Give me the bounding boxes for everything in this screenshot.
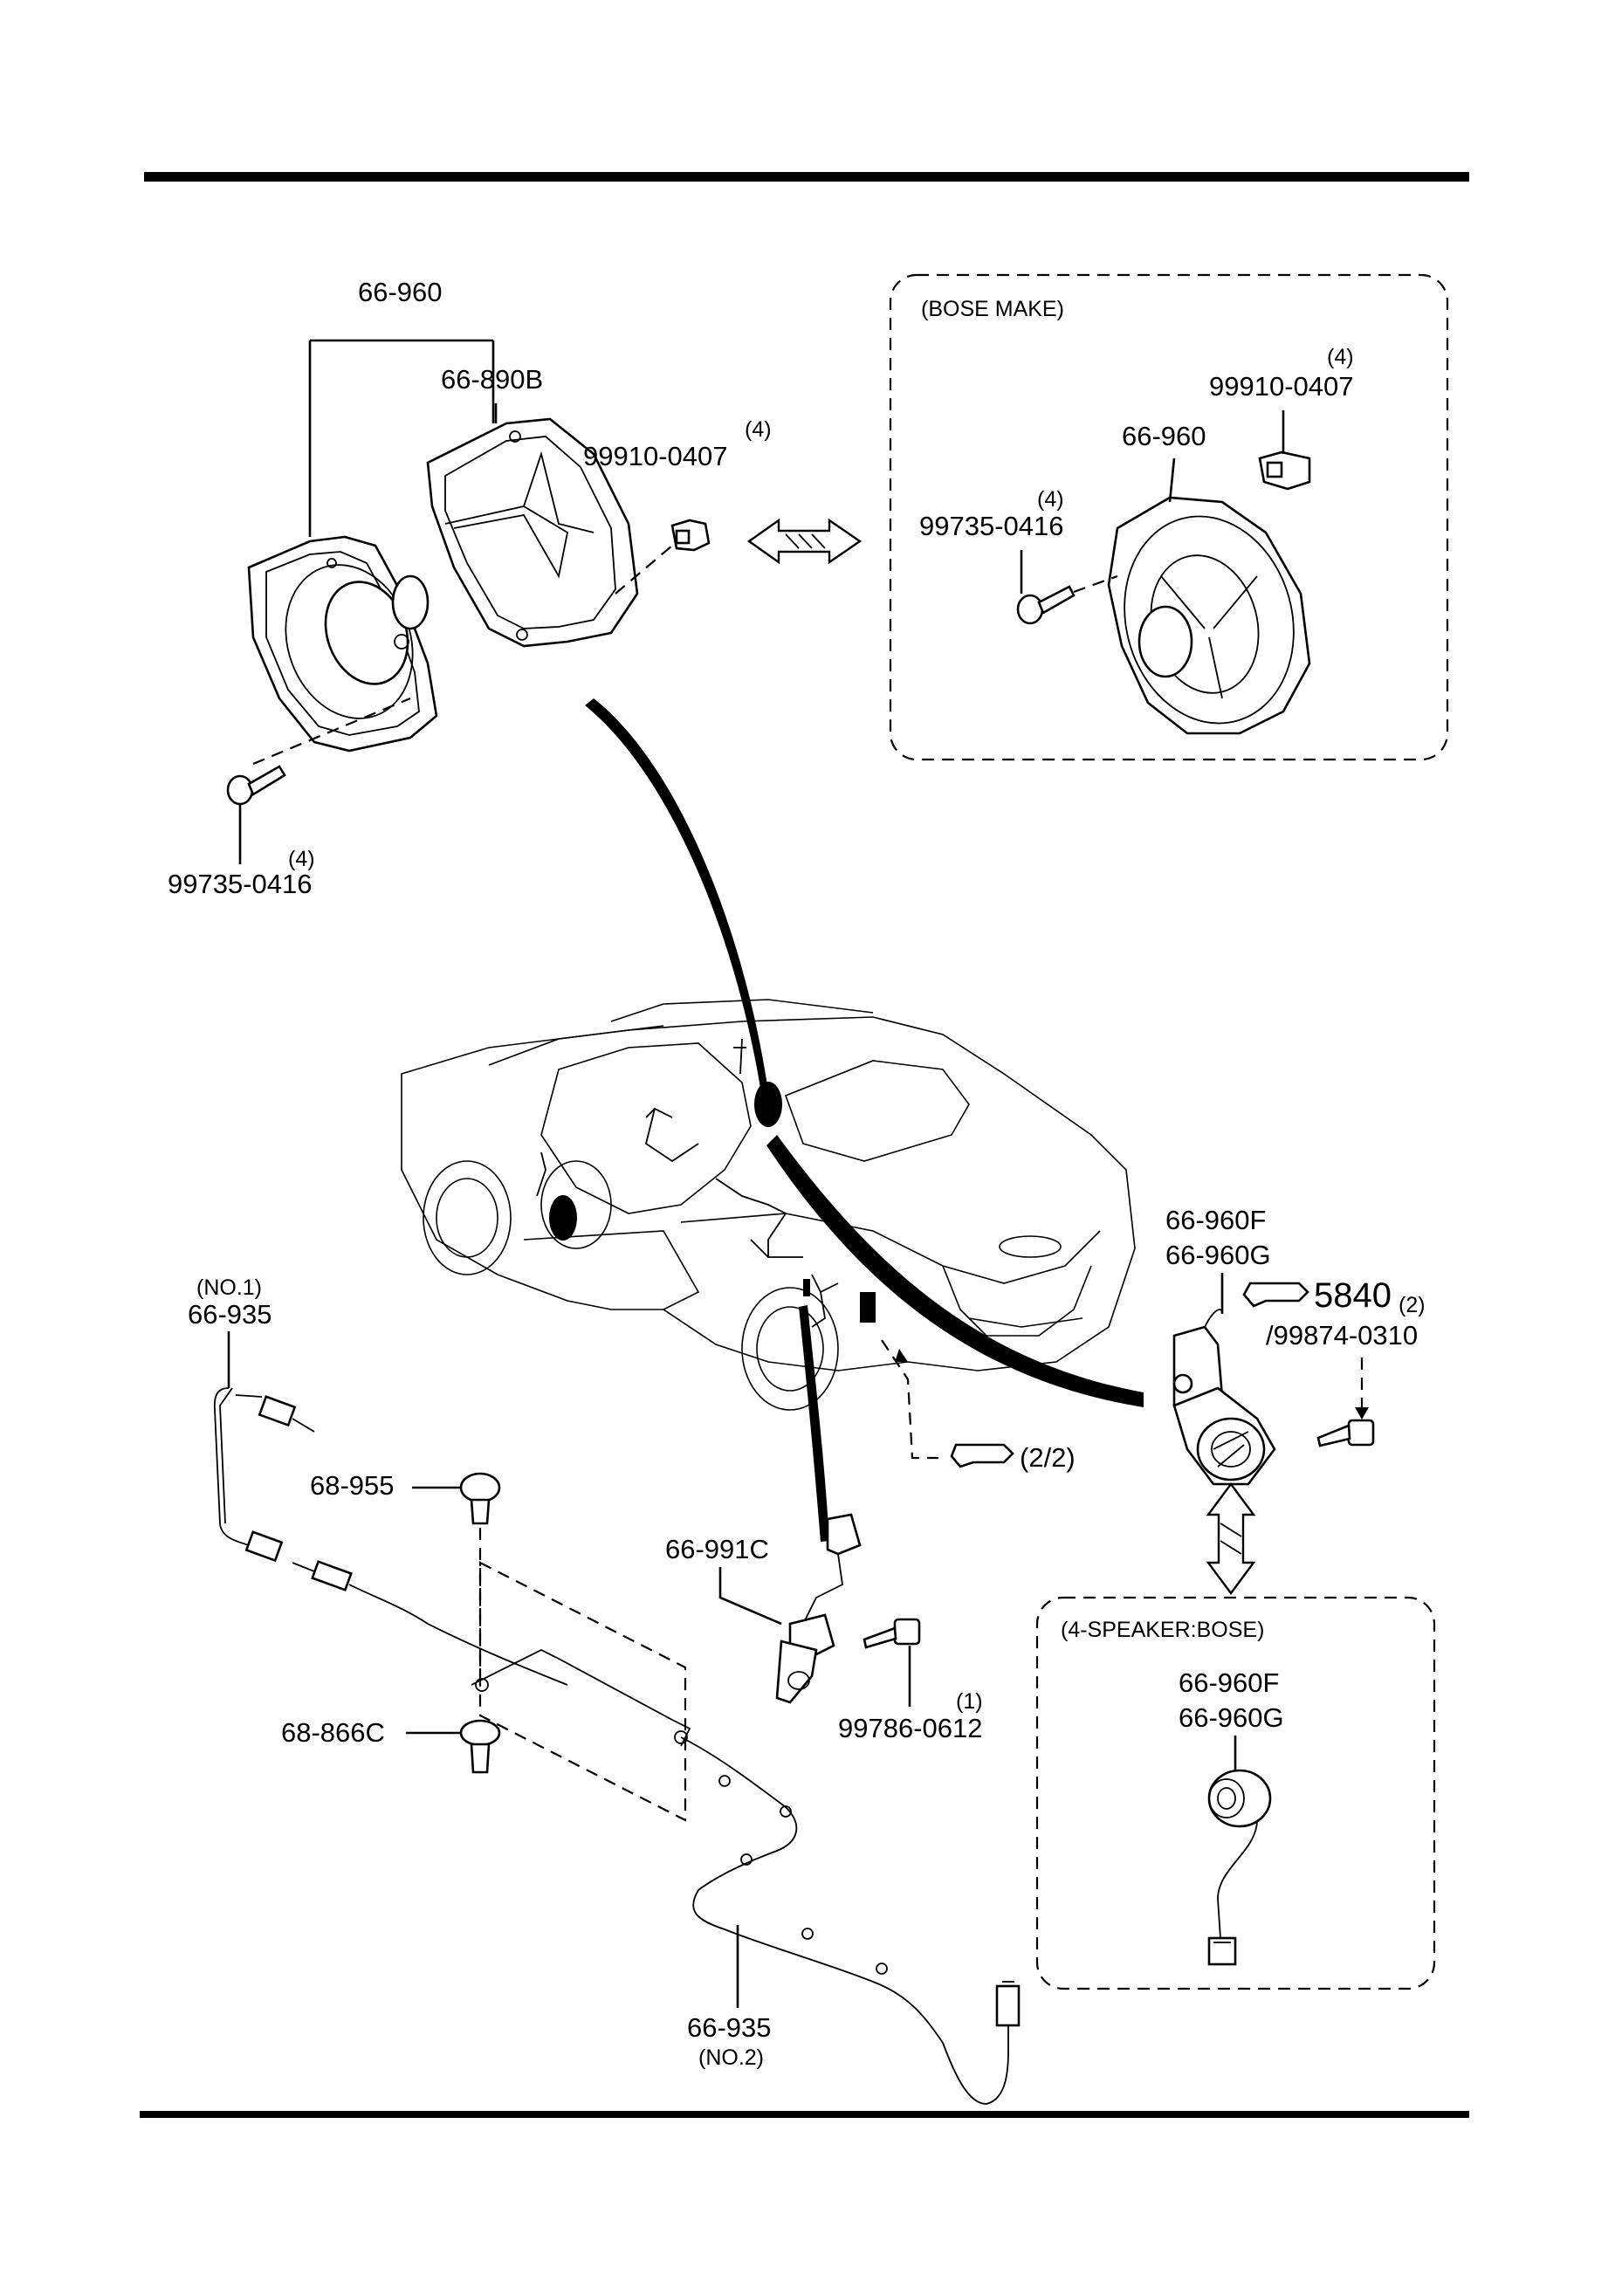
label-screw-qty: (4) (288, 847, 315, 871)
bose-box-title: (BOSE MAKE) (921, 297, 1064, 321)
speaker-nut[interactable] (670, 519, 711, 552)
label-harness2-no: (NO.2) (698, 2045, 764, 2070)
leader-swoosh-tweeter (766, 1135, 1144, 1407)
label-bose-screw-qty: (4) (1037, 487, 1064, 512)
bose-speaker[interactable] (1102, 496, 1316, 743)
label-amp: 66-991C (665, 1534, 769, 1564)
clip-68-866c[interactable] (459, 1719, 501, 1774)
label-harness2: 66-935 (687, 2012, 772, 2043)
box2-title: (4-SPEAKER:BOSE) (1061, 1618, 1264, 1642)
label-speaker-frame: 66-890B (441, 364, 543, 395)
label-bose-nut-qty: (4) (1327, 345, 1354, 369)
clip-68-955[interactable] (459, 1472, 501, 1525)
label-tweeter-g: 66-960G (1165, 1240, 1271, 1270)
bose-tweeter[interactable] (1207, 1769, 1272, 1966)
antenna-feeder-no1[interactable] (213, 1387, 568, 1686)
label-box2-tweeter-f: 66-960F (1179, 1667, 1279, 1698)
door-speaker-group (226, 339, 711, 864)
door-speaker[interactable] (247, 535, 438, 753)
antenna-feeder-no2[interactable] (680, 1736, 1021, 2105)
double-arrow-icon (746, 518, 863, 565)
bose-speaker-screw[interactable] (1016, 585, 1076, 625)
label-harness1-no: (NO.1) (196, 1275, 262, 1300)
pointing-hand-icon (950, 1443, 1014, 1468)
bottom-rule (140, 2111, 1469, 2118)
leader-swoosh-amp (799, 1305, 829, 1542)
speaker-mounting-frame[interactable] (426, 417, 639, 648)
label-bose-screw: 99735-0416 (919, 511, 1064, 541)
label-bose-speaker: 66-960 (1122, 421, 1206, 451)
leader-bracket (308, 339, 495, 537)
label-tweeter-f: 66-960F (1165, 1205, 1266, 1235)
label-screw: 99735-0416 (168, 869, 313, 899)
tweeter-assy[interactable] (1172, 1309, 1276, 1486)
label-ref-sub: (2) (1399, 1293, 1426, 1317)
pointing-hand-icon (1242, 1282, 1309, 1308)
bose-make-box: (BOSE MAKE) (4) 99910-0407 66-960 (4) 99… (889, 273, 1449, 761)
label-nut: 99910-0407 (583, 441, 728, 471)
label-ref-bolt: /99874-0310 (1266, 1320, 1418, 1351)
four-speaker-bose-box: (4-SPEAKER:BOSE) 66-960F 66-960G (1035, 1596, 1436, 1990)
label-speaker-assy: 66-960 (358, 277, 443, 307)
car-illustration (401, 999, 1136, 1411)
bose-speaker-nut[interactable] (1258, 450, 1311, 491)
label-amp-bolt: 99786-0612 (838, 1713, 983, 1743)
label-ref-main[interactable]: 5840 (1314, 1276, 1392, 1315)
amplifier-unit[interactable] (775, 1513, 862, 1704)
double-arrow-icon (1206, 1481, 1256, 1596)
speaker-screw[interactable] (226, 765, 286, 806)
amplifier-bolt[interactable] (863, 1618, 921, 1649)
label-box2-tweeter-g: 66-960G (1179, 1702, 1284, 1733)
label-ref-page[interactable]: (2/2) (1020, 1442, 1076, 1473)
label-amp-bolt-qty: (1) (956, 1689, 983, 1714)
tweeter-bolt[interactable] (1316, 1419, 1375, 1447)
top-rule (144, 172, 1469, 182)
label-bose-nut: 99910-0407 (1209, 371, 1354, 402)
leader-swoosh-speaker (585, 698, 768, 1093)
label-harness1: 66-935 (188, 1299, 272, 1330)
label-nut-qty: (4) (745, 417, 772, 442)
label-clip1: 68-955 (310, 1470, 395, 1501)
label-clip2: 68-866C (281, 1717, 385, 1748)
